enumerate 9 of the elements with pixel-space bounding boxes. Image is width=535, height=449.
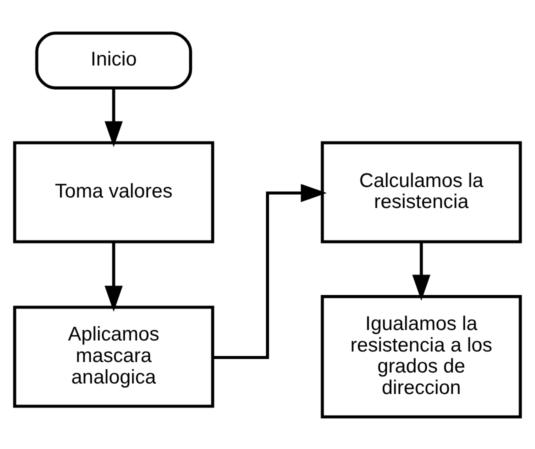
node-box: Igualamos la resistencia a los grados de direccion	[320, 294, 522, 418]
node-box: Calculamos la resistencia	[320, 140, 522, 243]
arrow	[412, 242, 430, 300]
node-box: Aplicamos mascara analogica	[13, 305, 214, 408]
node-box: Inicio	[35, 31, 192, 89]
arrow	[104, 242, 123, 312]
node-box: Toma valores	[13, 140, 214, 243]
arrow	[104, 88, 123, 147]
arrow	[212, 183, 327, 359]
